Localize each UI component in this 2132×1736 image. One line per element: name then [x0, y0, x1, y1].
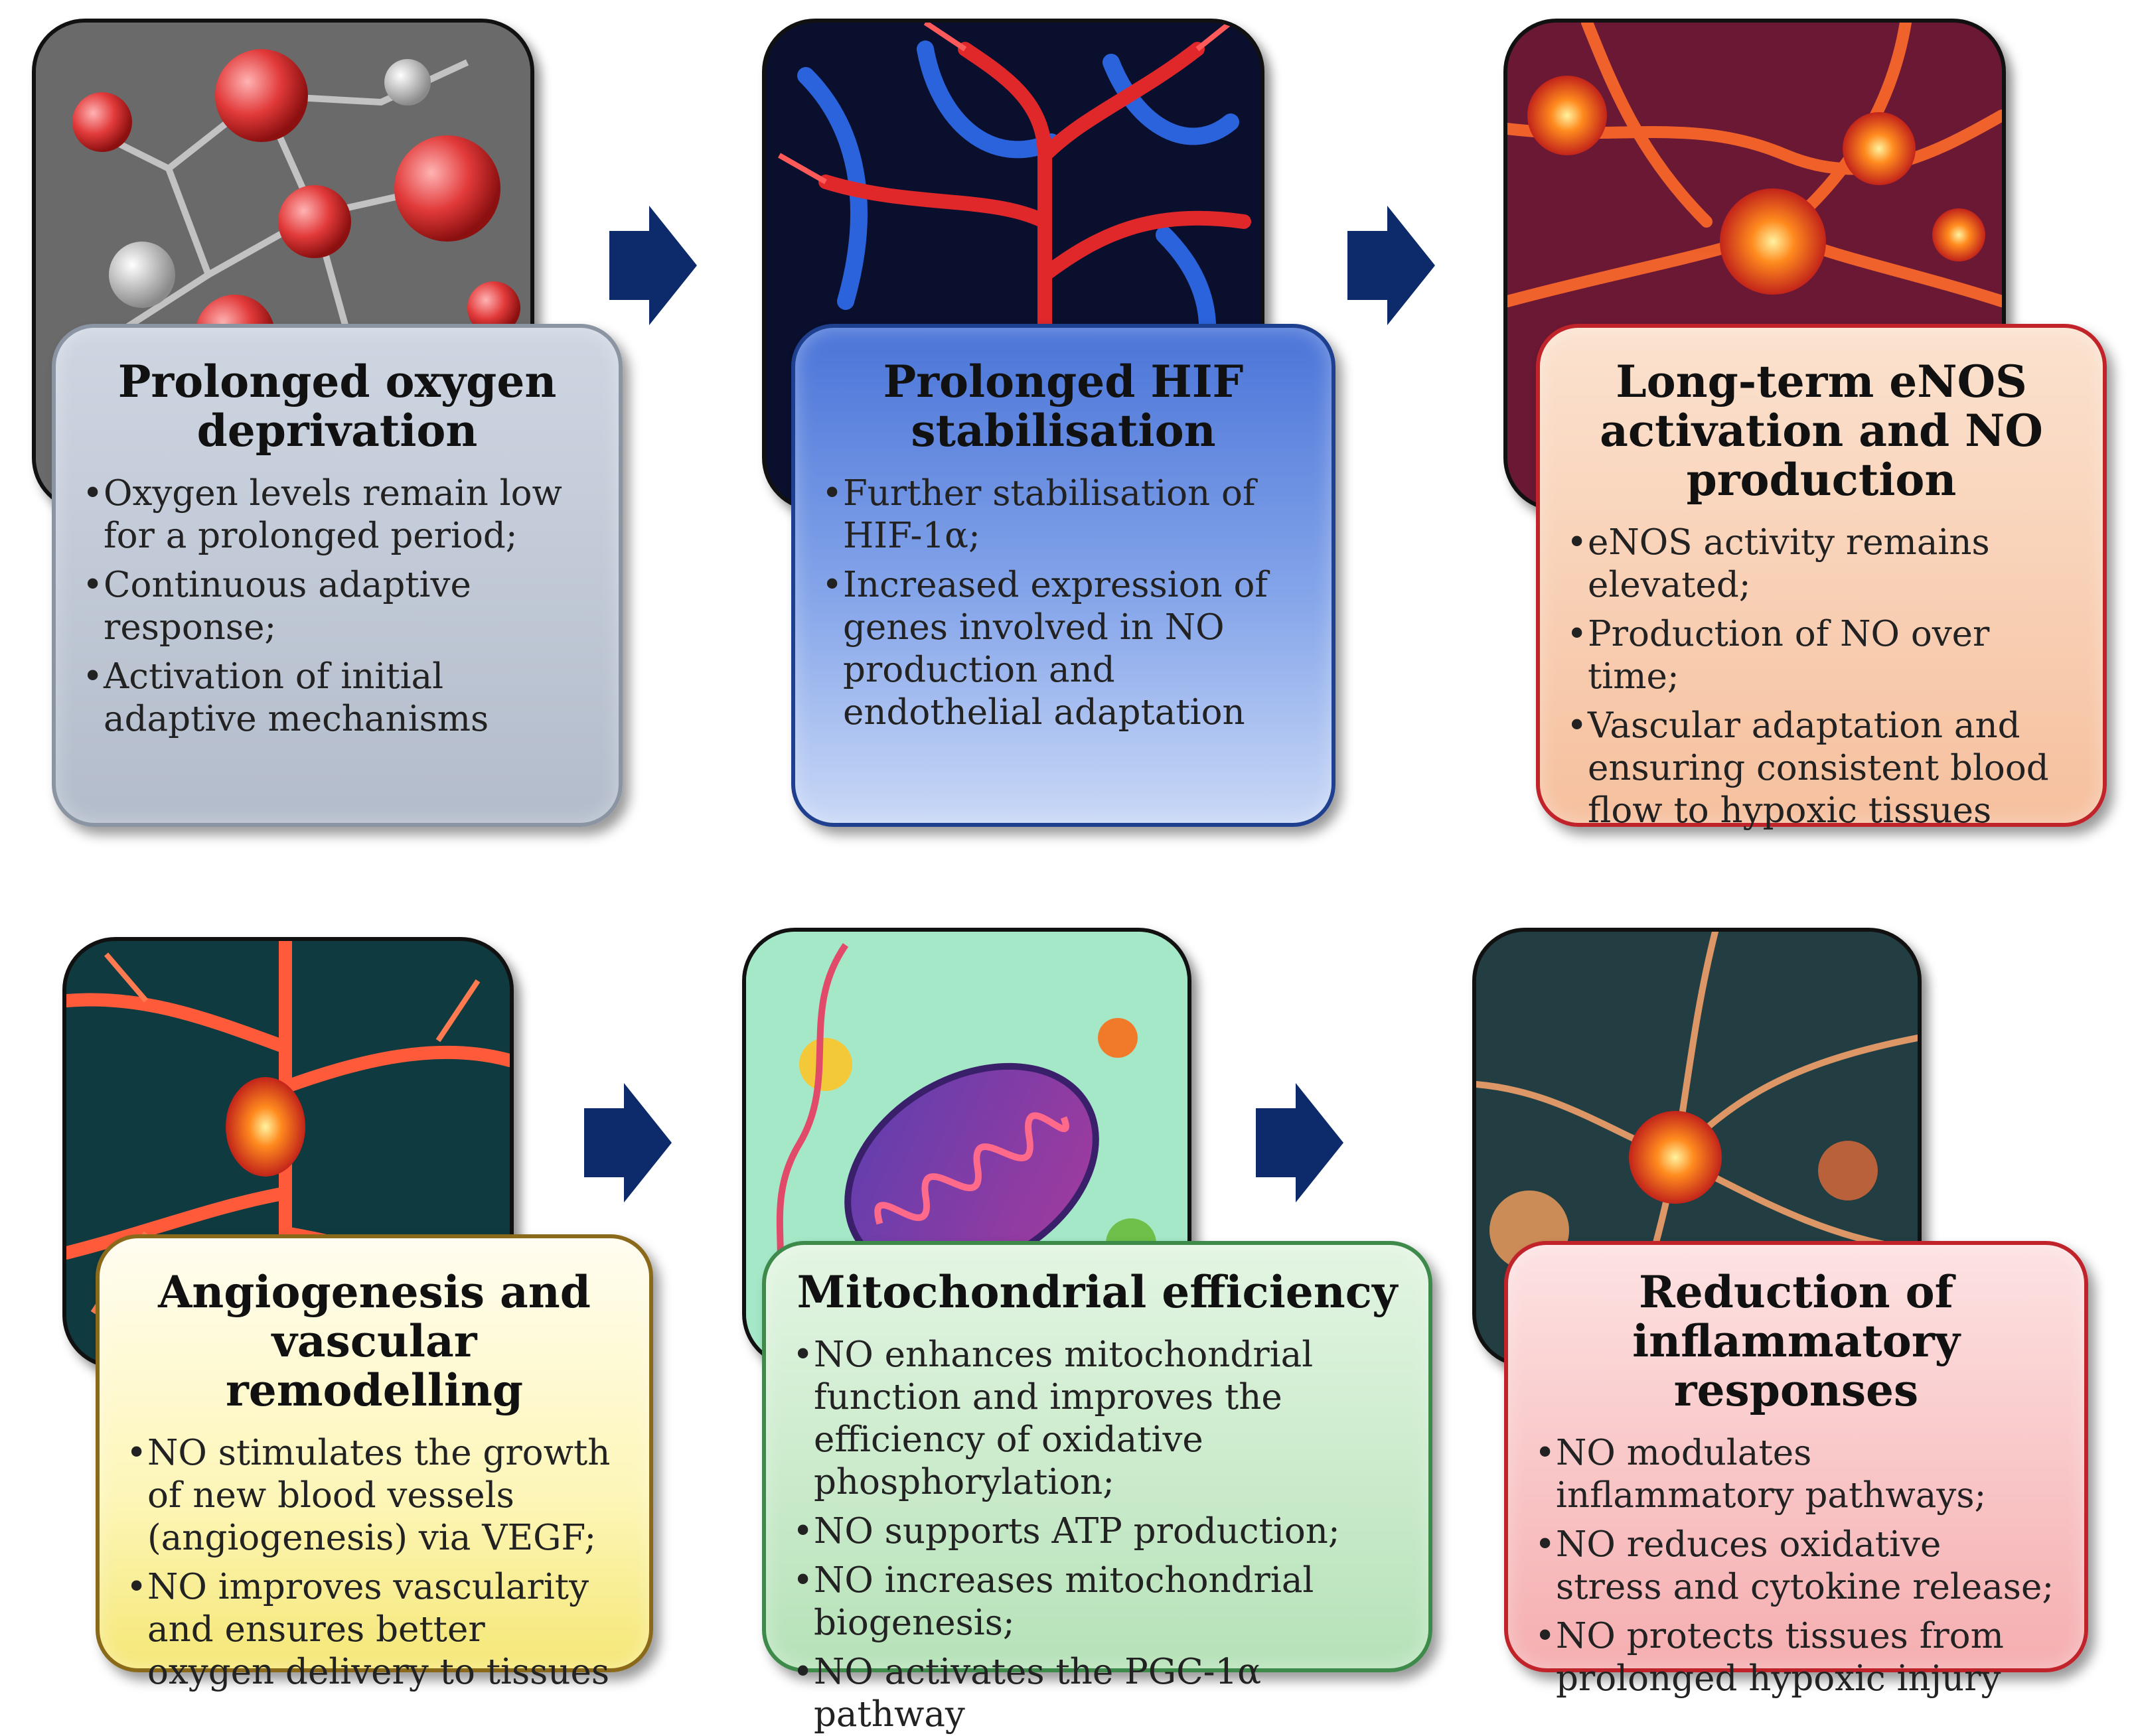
card-inflammatory-reduction: Reduction of inflammatory responses NO m…: [1504, 1241, 2088, 1699]
list-item: NO modulates inflammatory pathways;: [1535, 1432, 2058, 1517]
card-mitochondrial-efficiency: Mitochondrial efficiency NO enhances mit…: [762, 1241, 1432, 1735]
list-item: Continuous adaptive response;: [82, 564, 592, 649]
list-item: NO stimulates the growth of new blood ve…: [126, 1432, 623, 1559]
arrow-right-icon: [609, 206, 697, 325]
list-item: Vascular adaptation and ensuring consist…: [1566, 705, 2076, 832]
panel-title: Prolonged HIF stabilisation: [883, 356, 1244, 457]
panel-title: Mitochondrial efficiency: [797, 1266, 1398, 1318]
bullet-list: eNOS activity remains elevated; Producti…: [1566, 522, 2076, 832]
card-hif-stabilisation: Prolonged HIF stabilisation Further stab…: [791, 324, 1335, 827]
list-item: NO increases mitochondrial biogenesis;: [793, 1559, 1402, 1644]
list-item: NO enhances mitochondrial function and i…: [793, 1334, 1402, 1504]
panel-title: Angiogenesis and vascular remodelling: [158, 1266, 591, 1416]
bullet-list: NO stimulates the growth of new blood ve…: [126, 1432, 623, 1694]
list-item: NO reduces oxidative stress and cytokine…: [1535, 1524, 2058, 1609]
bullet-list: NO modulates inflammatory pathways; NO r…: [1535, 1432, 2058, 1700]
list-item: Activation of initial adaptive mechanism…: [82, 656, 592, 741]
arrow-right-icon: [1256, 1083, 1343, 1202]
list-item: Production of NO over time;: [1566, 613, 2076, 698]
card-enos-activation: Long-term eNOS activation and NO product…: [1536, 324, 2107, 831]
list-item: Further stabilisation of HIF-1α;: [822, 472, 1305, 557]
arrow-right-icon: [1347, 206, 1435, 325]
list-item: NO supports ATP production;: [793, 1510, 1402, 1553]
bullet-list: Further stabilisation of HIF-1α; Increas…: [822, 472, 1305, 734]
panel-title: Reduction of inflammatory responses: [1632, 1266, 1960, 1416]
arrow-right-icon: [584, 1083, 672, 1202]
list-item: NO activates the PGC-1α pathway: [793, 1651, 1402, 1736]
panel-title: Prolonged oxygen deprivation: [117, 356, 557, 457]
panel-title: Long-term eNOS activation and NO product…: [1600, 356, 2043, 506]
bullet-list: Oxygen levels remain low for a prolonged…: [82, 472, 592, 741]
list-item: Oxygen levels remain low for a prolonged…: [82, 472, 592, 557]
bullet-list: NO enhances mitochondrial function and i…: [793, 1334, 1402, 1736]
card-oxygen-deprivation: Prolonged oxygen deprivation Oxygen leve…: [52, 324, 623, 827]
list-item: Increased expression of genes involved i…: [822, 564, 1305, 734]
list-item: eNOS activity remains elevated;: [1566, 522, 2076, 607]
card-angiogenesis: Angiogenesis and vascular remodelling NO…: [96, 1234, 653, 1692]
list-item: NO protects tissues from prolonged hypox…: [1535, 1615, 2058, 1700]
list-item: NO improves vascularity and ensures bett…: [126, 1566, 623, 1694]
